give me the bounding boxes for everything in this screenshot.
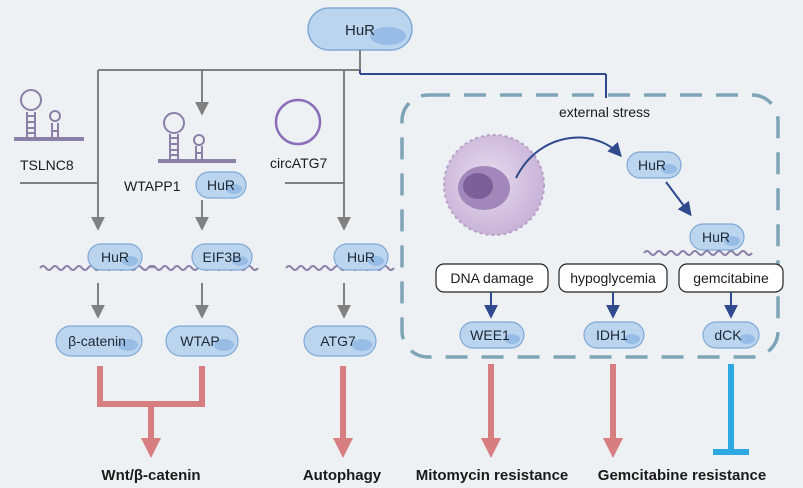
stress-label-bg <box>560 99 672 123</box>
wtapp1-hur-label: HuR <box>207 177 235 193</box>
col2-eif3b-label: EIF3B <box>203 249 242 265</box>
gemcitabine-outcome-label: Gemcitabine resistance <box>598 467 766 484</box>
atg7-node: ATG7 <box>303 325 377 357</box>
wtapp1-hur-node: HuR <box>195 171 247 199</box>
gemcitabine-resistance-arrowhead <box>603 438 623 458</box>
circatg7-label: circATG7 <box>270 155 328 171</box>
mrna-wave-icon <box>643 250 753 256</box>
wnt-arrowhead <box>141 438 161 458</box>
dna-damage-label: DNA damage <box>450 270 533 286</box>
gemcitabine-box: gemcitabine <box>678 263 784 293</box>
top-hur-label: HuR <box>345 22 375 39</box>
autophagy-arrowhead <box>333 438 353 458</box>
hairpin-rna-icon <box>14 89 84 141</box>
cell-icon <box>443 134 545 236</box>
top-hur-node: HuR <box>307 7 413 51</box>
wnt-merge-arrow <box>97 366 205 446</box>
idh1-node: IDH1 <box>583 321 645 349</box>
stress-curve-arrow <box>515 136 622 179</box>
beta-catenin-label: β-catenin <box>68 333 126 349</box>
col1-hur-node: HuR <box>87 243 143 271</box>
stress-hur-label: HuR <box>638 157 666 173</box>
hur-to-rna-arrow <box>665 181 692 217</box>
stress-region <box>400 93 780 359</box>
hur-branch-lines <box>20 50 361 319</box>
wee1-label: WEE1 <box>470 327 510 343</box>
circular-rna-icon <box>274 98 322 146</box>
hypoglycemia-box: hypoglycemia <box>558 263 668 293</box>
idh1-label: IDH1 <box>596 327 628 343</box>
dck-node: dCK <box>702 321 760 349</box>
beta-catenin-node: β-catenin <box>55 325 143 357</box>
hairpin-rna-icon <box>158 112 236 163</box>
gemcitabine-label: gemcitabine <box>693 270 769 286</box>
rna-hur-node: HuR <box>689 223 745 251</box>
col2-eif3b-node: EIF3B <box>191 243 253 271</box>
mitomycin-arrowhead <box>481 438 501 458</box>
wtap-node: WTAP <box>165 325 239 357</box>
tslnc8-label: TSLNC8 <box>20 157 74 173</box>
autophagy-outcome-label: Autophagy <box>303 467 382 484</box>
mitomycin-outcome-label: Mitomycin resistance <box>416 467 569 484</box>
stress-hur-node: HuR <box>626 151 682 179</box>
col3-hur-label: HuR <box>347 249 375 265</box>
hypoglycemia-label: hypoglycemia <box>570 270 656 286</box>
wee1-node: WEE1 <box>459 321 525 349</box>
col1-hur-label: HuR <box>101 249 129 265</box>
wtapp1-label: WTAPP1 <box>124 178 181 194</box>
atg7-label: ATG7 <box>320 333 356 349</box>
dck-label: dCK <box>714 327 742 343</box>
stress-down-arrows <box>484 292 738 319</box>
wnt-outcome-label: Wnt/β-catenin <box>101 467 200 484</box>
hur-to-stress-line <box>359 70 607 98</box>
dna-damage-box: DNA damage <box>435 263 549 293</box>
external-stress-label: external stress <box>559 104 650 120</box>
rna-hur-label: HuR <box>702 229 730 245</box>
wtap-label: WTAP <box>180 333 219 349</box>
dck-inhibition-bar <box>713 364 749 455</box>
col3-hur-node: HuR <box>333 243 389 271</box>
